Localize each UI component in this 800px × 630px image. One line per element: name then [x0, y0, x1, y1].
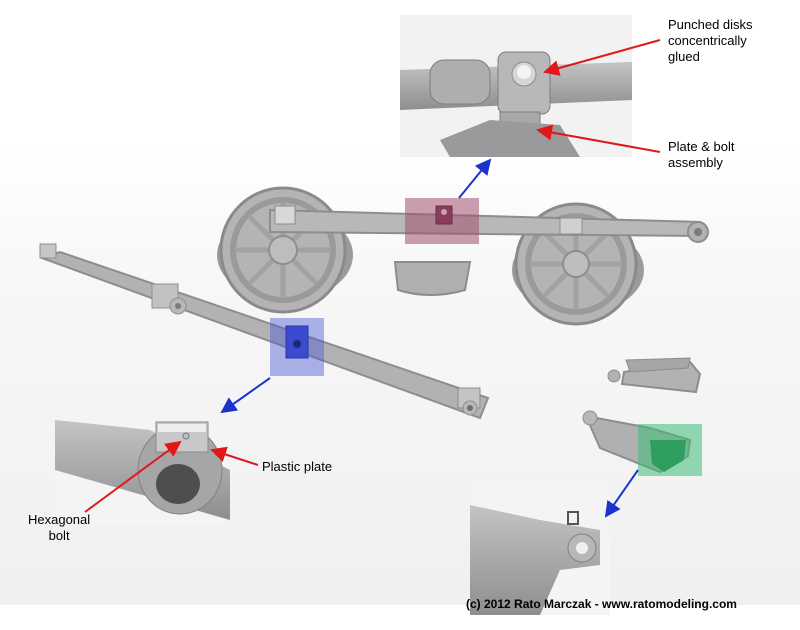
- inset-top: [400, 15, 632, 157]
- label-punched-disks: Punched disks concentrically glued: [668, 17, 753, 65]
- callout-arrows: [84, 39, 661, 518]
- copyright-credit: (c) 2012 Rato Marczak - www.ratomodeling…: [466, 597, 737, 611]
- label-hexagonal-bolt: Hexagonal bolt: [28, 512, 90, 544]
- label-plate-bolt-line2: assembly: [668, 155, 723, 170]
- counterweight-sector: [393, 261, 472, 296]
- label-punched-disks-line2: concentrically: [668, 33, 747, 48]
- wheel-rod-assembly: [217, 186, 709, 326]
- right-wheel: [512, 202, 644, 326]
- label-plate-bolt: Plate & bolt assembly: [668, 139, 735, 171]
- inset-bottom-right: [470, 485, 610, 615]
- label-hexagonal-bolt-line1: Hexagonal: [28, 512, 91, 527]
- small-parts: [582, 357, 702, 476]
- inset-bottom-left: [55, 390, 230, 525]
- label-plastic-plate: Plastic plate: [262, 459, 333, 474]
- label-plate-bolt-line1: Plate & bolt: [668, 139, 735, 154]
- label-punched-disks-line3: glued: [668, 49, 700, 64]
- label-punched-disks-line1: Punched disks: [668, 17, 753, 32]
- long-rod: [38, 243, 490, 420]
- label-hexagonal-bolt-line2: bolt: [48, 528, 70, 543]
